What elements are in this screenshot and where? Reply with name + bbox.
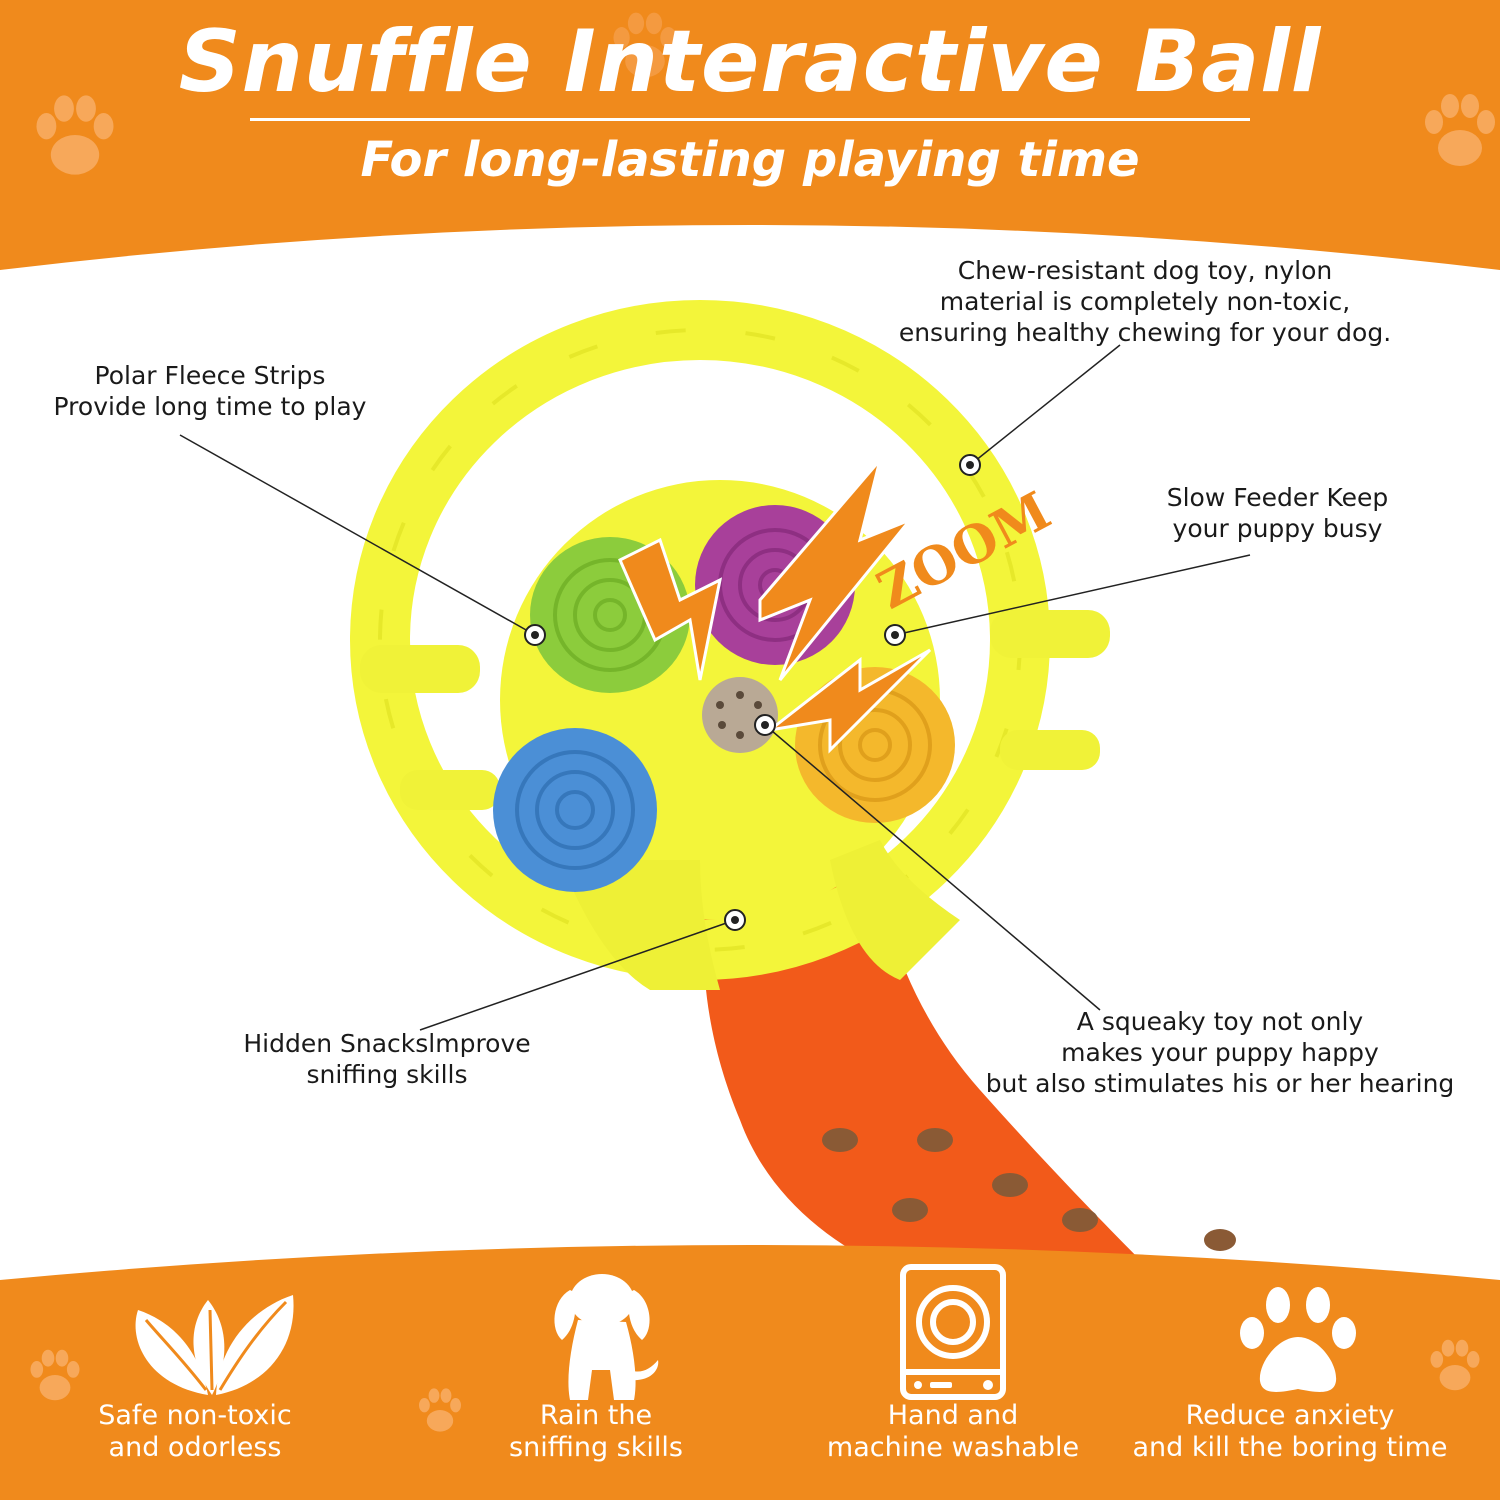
- lightning-bolt-icon: [769, 648, 932, 754]
- header-background: [0, 0, 1500, 270]
- paw-print-icon: [1430, 1339, 1480, 1391]
- page-title: Snuffle Interactive Ball: [178, 12, 1322, 112]
- lightning-bolt-icon: [758, 459, 915, 681]
- callout-hidden-snacks: Hidden Snackslmprove sniffing skills: [243, 1029, 531, 1089]
- feature-footer: [0, 1190, 1500, 1500]
- callout-squeaky: A squeaky toy not only makes your puppy …: [985, 1007, 1455, 1098]
- feature-washable: Hand and machine washable: [826, 1400, 1080, 1463]
- footer-background: [0, 1245, 1500, 1500]
- ring-knob: [360, 645, 480, 693]
- paw-print-icon: [30, 1349, 80, 1401]
- callout-dots: [524, 454, 981, 931]
- paw-icon: [1240, 1287, 1356, 1392]
- feature-safe-non-toxic: Safe non-toxic and odorless: [98, 1400, 292, 1463]
- callout-leader-lines: [179, 344, 1251, 1031]
- feature-reduce-anxiety: Reduce anxiety and kill the boring time: [1132, 1400, 1448, 1463]
- ring-knob: [990, 610, 1110, 658]
- header-banner: Snuffle Interactive Ball For long-lastin…: [0, 0, 1500, 300]
- ring-knob: [1000, 730, 1100, 770]
- feature-sniffing-skills: Rain the sniffing skills: [509, 1400, 683, 1463]
- puppy-icon: [554, 1274, 659, 1400]
- paw-print-icon: [36, 95, 114, 175]
- washing-machine-icon: [900, 1264, 1006, 1400]
- page-subtitle: For long-lasting playing time: [360, 132, 1140, 188]
- fleece-roll-blue: [493, 728, 657, 892]
- callout-chew-resistant: Chew-resistant dog toy, nylon material i…: [898, 256, 1392, 347]
- paw-print-icon: [1425, 94, 1495, 166]
- paw-print-icon: [419, 1388, 461, 1432]
- title-divider: [250, 118, 1250, 121]
- callout-slow-feeder: Slow Feeder Keep your puppy busy: [1166, 483, 1389, 543]
- kibble-pieces: [822, 1128, 1236, 1251]
- callout-polar-fleece: Polar Fleece Strips Provide long time to…: [53, 361, 367, 421]
- ring-knob: [400, 770, 500, 810]
- paw-print-icon: [613, 12, 677, 78]
- leaf-icon: [135, 1295, 294, 1395]
- lightning-bolt-icon: [618, 537, 723, 681]
